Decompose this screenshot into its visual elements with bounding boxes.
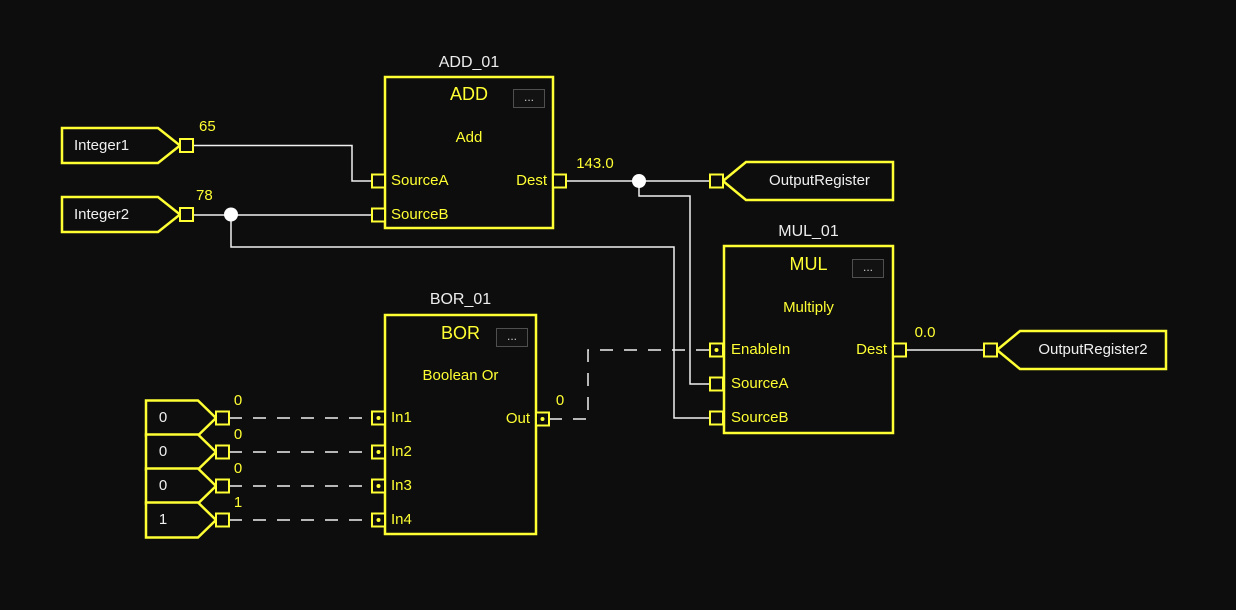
junction-dot-add-dest	[632, 174, 646, 188]
bool3-tag-label: 0	[158, 477, 168, 494]
bool1-wire-value: 0	[233, 392, 243, 409]
bool3-pin[interactable]	[215, 478, 230, 494]
bool3-tag-shape[interactable]	[144, 467, 218, 505]
add-pin-sourcea[interactable]	[371, 173, 386, 189]
bool2-wire-value: 0	[233, 426, 243, 443]
wire-integer2-branch-to-mul-sourceb[interactable]	[230, 215, 710, 419]
integer2-tag-label: Integer2	[74, 206, 130, 223]
add-description: Add	[455, 129, 483, 146]
integer2-wire-value: 78	[196, 187, 213, 204]
bool1-pin[interactable]	[215, 410, 230, 426]
outputregister2-pin[interactable]	[983, 342, 998, 358]
bor-in3-bool-dot	[376, 484, 381, 488]
bool2-tag-shape[interactable]	[144, 433, 218, 471]
bor-pin-label-in2: In2	[391, 443, 412, 460]
mul-description: Multiply	[783, 299, 834, 316]
bor-out-value: 0	[555, 392, 565, 409]
mul-pin-label-sourceb: SourceB	[731, 409, 789, 426]
mul-enablein-bool-dot	[714, 348, 719, 352]
add-pin-sourceb[interactable]	[371, 207, 386, 223]
bool4-pin[interactable]	[215, 512, 230, 528]
bor-block-name: BOR	[440, 323, 480, 343]
bool4-tag-shape[interactable]	[144, 501, 218, 539]
outputregister-tag-label: OutputRegister	[769, 172, 870, 189]
bor-in1-bool-dot	[376, 416, 381, 420]
bor-pin-label-out: Out	[505, 410, 530, 427]
bor-menu-button[interactable]: ...	[496, 328, 528, 347]
outputregister2-tag-label: OutputRegister2	[1038, 341, 1148, 358]
mul-block-name: MUL	[789, 254, 828, 274]
bor-pin-label-in1: In1	[391, 409, 412, 426]
mul-dest-value: 0.0	[914, 324, 936, 341]
mul-pin-label-dest: Dest	[856, 341, 887, 358]
bor-description: Boolean Or	[422, 367, 499, 384]
integer1-wire-value: 65	[199, 118, 216, 135]
integer1-pin[interactable]	[179, 138, 194, 153]
integer2-pin[interactable]	[179, 207, 194, 222]
integer1-tag-shape[interactable]	[60, 126, 183, 165]
outputregister-pin[interactable]	[709, 173, 724, 189]
bor-pin-label-in4: In4	[391, 511, 412, 528]
add-pin-label-dest: Dest	[516, 172, 547, 189]
bor-in2-bool-dot	[376, 450, 381, 454]
integer1-tag-label: Integer1	[74, 137, 130, 154]
mul-pin-sourcea[interactable]	[709, 376, 724, 392]
add-pin-label-sourceb: SourceB	[391, 206, 449, 223]
bor-pin-label-in3: In3	[391, 477, 412, 494]
bool1-tag-shape[interactable]	[144, 399, 218, 437]
bor-block-outline[interactable]	[383, 313, 538, 536]
add-instance-title: ADD_01	[438, 54, 500, 71]
mul-pin-sourceb[interactable]	[709, 410, 724, 426]
add-pin-label-sourcea: SourceA	[391, 172, 449, 189]
bool2-tag-label: 0	[158, 443, 168, 460]
mul-pin-dest[interactable]	[892, 342, 907, 358]
mul-pin-label-enablein: EnableIn	[731, 341, 791, 358]
bool2-pin[interactable]	[215, 444, 230, 460]
bool4-wire-value: 1	[233, 494, 243, 511]
add-dest-value: 143.0	[576, 155, 614, 172]
bool4-tag-label: 1	[158, 511, 168, 528]
outputregister-tag-shape[interactable]	[721, 160, 895, 202]
add-block-name: ADD	[449, 84, 488, 104]
mul-pin-label-sourcea: SourceA	[731, 375, 789, 392]
junction-dot-integer2	[224, 207, 238, 222]
mul-menu-button[interactable]: ...	[852, 259, 884, 278]
bor-out-bool-dot	[540, 417, 545, 421]
bor-in4-bool-dot	[376, 518, 381, 522]
integer2-tag-shape[interactable]	[60, 195, 183, 234]
bool3-wire-value: 0	[233, 460, 243, 477]
bool1-tag-label: 0	[158, 409, 168, 426]
outputregister2-tag-shape[interactable]	[995, 329, 1168, 371]
mul-instance-title: MUL_01	[778, 223, 839, 240]
add-menu-button[interactable]: ...	[513, 89, 545, 108]
wire-bor-out-to-mul-enablein[interactable]	[549, 349, 710, 420]
wire-integer1-to-add-sourcea[interactable]	[193, 144, 372, 182]
add-pin-dest[interactable]	[552, 173, 567, 189]
wire-add-dest-branch-to-mul-sourcea[interactable]	[638, 181, 710, 385]
bor-instance-title: BOR_01	[429, 291, 492, 308]
